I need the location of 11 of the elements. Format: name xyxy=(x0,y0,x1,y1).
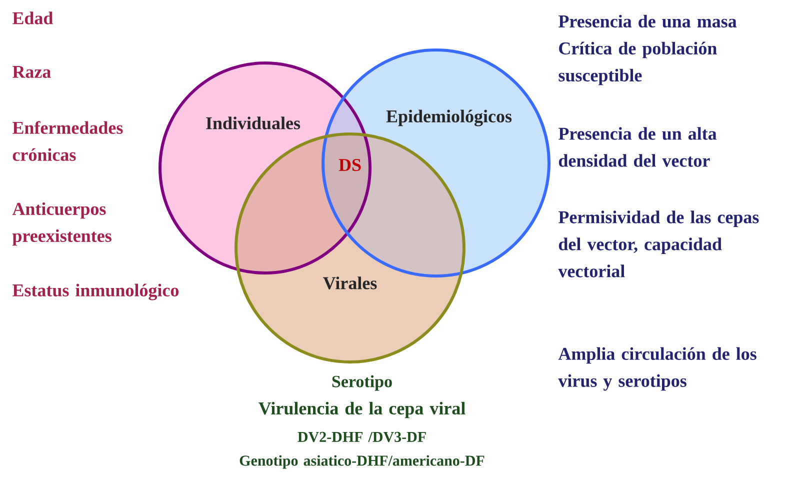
virus-note: DV2-DHF /DV3-DF xyxy=(298,432,426,442)
factor-text: Enfermedades crónicas xyxy=(12,121,123,161)
factor-text: Estatus inmunológico xyxy=(12,284,179,300)
factor-text: Anticuerpos preexistentes xyxy=(12,202,112,246)
factor-text: Raza xyxy=(12,66,51,78)
virus-note: Genotipo asiatico-DHF/americano-DF xyxy=(240,455,484,469)
factor-text: Presencia de una masa Crítica de población susceptible xyxy=(558,14,737,86)
center-label: DS xyxy=(338,158,361,172)
virus-note: Virulencia de la cepa viral xyxy=(258,402,466,418)
factor-text: Edad xyxy=(12,12,54,24)
factor-text: Amplia circulación de los virus y serotipos xyxy=(558,347,756,391)
